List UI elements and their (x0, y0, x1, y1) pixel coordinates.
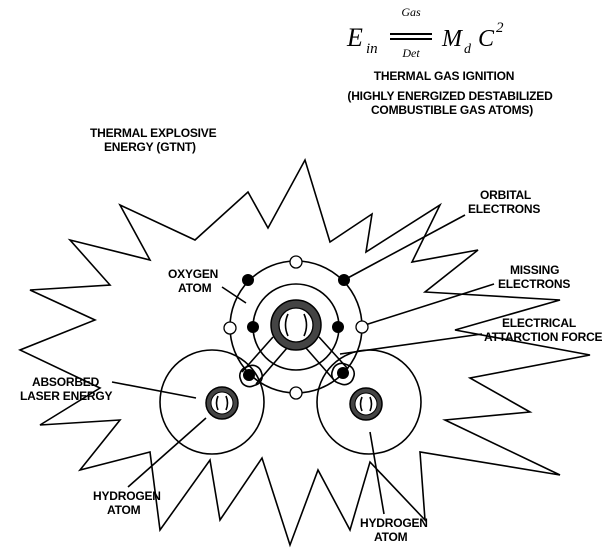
leader-lines (111, 214, 495, 515)
eq-e: E (346, 23, 363, 52)
label-hydrogen-left-1: HYDROGEN (93, 489, 161, 503)
label-laser-1: ABSORBED (32, 375, 100, 389)
missing-electrons (223, 255, 369, 400)
thermal-energy-starburst (18, 157, 591, 548)
eq-under: Det (401, 46, 420, 60)
eq-over: Gas (401, 5, 421, 19)
label-orbital-1: ORBITAL (480, 188, 531, 202)
label-laser-2: LASER ENERGY (20, 389, 112, 403)
label-attraction-2: ATTARCTION FORCE (484, 330, 602, 344)
label-oxygen-1: OXYGEN (168, 267, 218, 281)
eq-c-exp: 2 (496, 20, 504, 36)
title-line3: COMBUSTIBLE GAS ATOMS) (371, 103, 533, 117)
eq-m-sub: d (464, 42, 472, 57)
hydrogen-atom-right (316, 349, 422, 455)
label-attraction-1: ELECTRICAL (502, 316, 576, 330)
label-oxygen-2: ATOM (178, 281, 212, 295)
label-missing-2: ELECTRONS (498, 277, 570, 291)
eq-e-sub: in (366, 41, 378, 57)
label-hydrogen-right-1: HYDROGEN (360, 516, 428, 530)
eq-m: M (441, 26, 464, 52)
title-line2: (HIGHLY ENERGIZED DESTABILIZED (347, 89, 553, 103)
eq-c: C (478, 26, 495, 52)
label-hydrogen-right-2: ATOM (374, 530, 408, 544)
orbital-electrons (242, 274, 350, 381)
title-line1: THERMAL GAS IGNITION (374, 69, 514, 83)
label-explosive-2: ENERGY (GTNT) (104, 140, 196, 154)
hydrogen-atom-left (159, 349, 265, 455)
label-missing-1: MISSING (510, 263, 559, 277)
label-hydrogen-left-2: ATOM (107, 503, 141, 517)
label-explosive-1: THERMAL EXPLOSIVE (90, 126, 217, 140)
label-orbital-2: ELECTRONS (468, 202, 540, 216)
bond-lines (238, 336, 356, 388)
